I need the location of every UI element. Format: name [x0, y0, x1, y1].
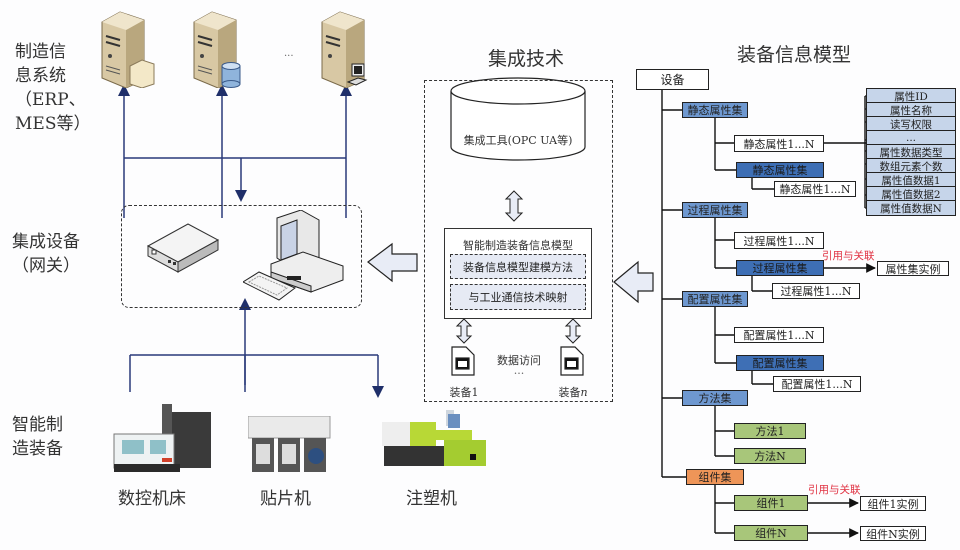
injection-machine-icon	[382, 410, 486, 466]
node-process-set: 过程属性集	[682, 202, 748, 218]
injection-machine	[382, 410, 488, 472]
node-component-n: 组件N	[734, 525, 808, 541]
node-component-n-instance: 组件N实例	[860, 526, 926, 541]
server-workstation	[318, 8, 378, 89]
machine-label-injection: 注塑机	[406, 489, 457, 509]
node-method-n: 方法N	[734, 448, 806, 464]
device-n-label: 装备n	[558, 386, 588, 399]
gateway-group	[121, 205, 362, 308]
node-config-set-nested: 配置属性集	[736, 355, 824, 371]
field-ellipsis: ...	[866, 130, 956, 145]
node-static-set: 静态属性集	[682, 102, 748, 118]
servers-ellipsis: ...	[284, 48, 294, 59]
node-config-attr-nested: 配置属性1...N	[773, 376, 861, 392]
equipment-label: 智能制 造装备	[12, 415, 63, 459]
node-static-attr: 静态属性1...N	[734, 135, 824, 152]
mis-label: 制造信 息系统 （ERP、 MES等）	[15, 42, 91, 134]
tree-lines	[661, 90, 876, 538]
node-static-attr-nested: 静态属性1...N	[774, 181, 856, 197]
device-1-file-icon	[451, 346, 475, 376]
block-arrow-to-gateway	[367, 242, 418, 283]
machine-label-smt: 贴片机	[260, 489, 311, 509]
comm-mapping-box: 与工业通信技术映射	[450, 284, 586, 310]
computer-icon	[241, 209, 344, 301]
server-database	[190, 8, 250, 89]
smt-machine-icon	[247, 415, 331, 472]
double-arrow-tool-model	[504, 190, 524, 222]
node-method-set: 方法集	[682, 390, 748, 406]
machine-label-cnc: 数控机床	[118, 489, 186, 509]
node-config-set: 配置属性集	[682, 291, 748, 307]
smt-machine	[247, 415, 332, 478]
double-arrow-device-1	[455, 318, 473, 344]
node-process-attr: 过程属性1...N	[734, 232, 824, 249]
node-attr-set-instance: 属性集实例	[877, 261, 949, 276]
gateway-device-icon	[146, 223, 220, 273]
node-component-1: 组件1	[734, 495, 808, 511]
computer	[241, 209, 348, 305]
double-arrow-device-n	[564, 318, 582, 344]
data-access-label: 数据访问	[497, 354, 541, 367]
device-n-file-icon	[560, 346, 584, 376]
node-device: 设备	[636, 69, 709, 90]
field-value-2: 属性值数据2	[866, 186, 956, 202]
node-component-1-instance: 组件1实例	[860, 496, 926, 511]
model-title: 智能制造装备信息模型	[463, 239, 573, 252]
device-1-label: 装备1	[449, 386, 479, 399]
component-ref-label: 引用与关联	[808, 484, 861, 496]
block-arrow-to-integration	[613, 260, 654, 304]
node-component-set: 组件集	[686, 469, 744, 485]
integration-tool-cylinder	[450, 77, 586, 161]
modeling-method-box: 装备信息模型建模方法	[450, 254, 586, 279]
field-value-n: 属性值数据N	[866, 200, 956, 216]
node-process-attr-nested: 过程属性1...N	[772, 283, 860, 299]
node-static-set-nested: 静态属性集	[736, 162, 824, 178]
integration-tool-label: 集成工具(OPC UA等)	[463, 134, 573, 147]
process-ref-label: 引用与关联	[822, 250, 875, 262]
server-database-icon	[193, 11, 241, 89]
integration-title: 集成技术	[488, 48, 565, 70]
gateway-label: 集成设备 （网关）	[12, 232, 80, 276]
node-method-1: 方法1	[734, 423, 806, 439]
server-folder	[98, 8, 158, 89]
node-process-set-nested: 过程属性集	[736, 260, 824, 276]
gateway-box	[146, 222, 222, 276]
server-folder-icon	[101, 11, 155, 89]
model-tree-title: 装备信息模型	[737, 44, 852, 66]
integration-group	[424, 80, 613, 402]
node-config-attr: 配置属性1...N	[734, 327, 824, 343]
server-workstation-icon	[321, 11, 368, 89]
cnc-machine	[112, 404, 217, 476]
data-access-ellipsis: ...	[513, 364, 525, 377]
cnc-machine-icon	[113, 404, 211, 472]
